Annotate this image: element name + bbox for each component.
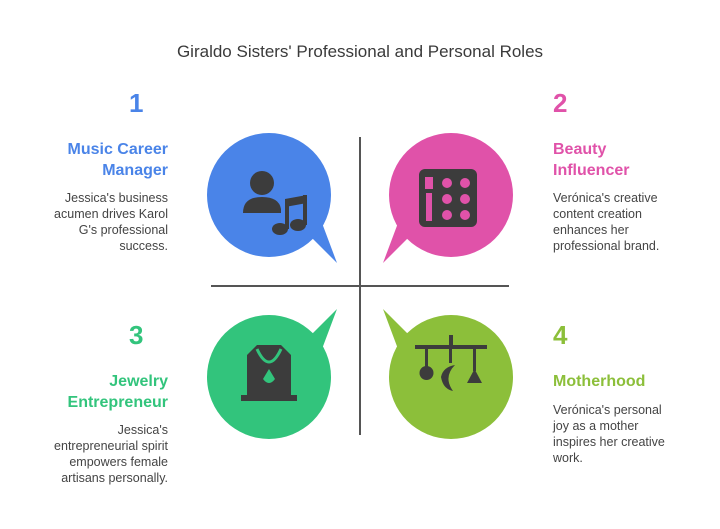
bubble-jewelry-entrepreneur xyxy=(207,309,337,439)
bubble-music-career xyxy=(207,133,337,263)
quadrant-1-desc-line-3: G's professional xyxy=(78,223,168,237)
quadrant-3-heading: Jewelry Entrepreneur xyxy=(18,371,168,413)
diagram-title: Giraldo Sisters' Professional and Person… xyxy=(176,42,544,61)
quadrant-2-desc-line-1: Verónica's creative xyxy=(553,191,658,205)
quadrant-2-heading: Beauty Influencer xyxy=(553,139,703,181)
makeup-palette-icon xyxy=(419,169,477,227)
quadrant-2-desc-line-4: professional brand. xyxy=(553,239,660,253)
person-music-note-icon xyxy=(243,171,307,235)
quadrant-3-desc-line-3: empowers female xyxy=(69,455,168,469)
quadrant-2-desc-line-3: enhances her xyxy=(553,223,629,237)
quadrant-2-heading-line-1: Beauty xyxy=(553,141,607,158)
baby-mobile-icon xyxy=(415,335,487,391)
quadrant-3-heading-line-1: Jewelry xyxy=(109,373,168,390)
quadrant-1-description: Jessica's business acumen drives Karol G… xyxy=(28,190,168,254)
quadrant-1-heading-line-2: Manager xyxy=(102,162,168,179)
quadrant-4-description: Verónica's personal joy as a mother insp… xyxy=(553,402,693,466)
quadrant-4-desc-line-4: work. xyxy=(553,451,583,465)
quadrant-4-desc-line-1: Verónica's personal xyxy=(553,403,662,417)
quadrant-1-number: 1 xyxy=(129,88,144,118)
quadrant-1-desc-line-4: success. xyxy=(119,239,168,253)
quadrant-4-desc-line-3: inspires her creative xyxy=(553,435,665,449)
quadrant-2-description: Verónica's creative content creation enh… xyxy=(553,190,693,254)
quadrant-1-desc-line-1: Jessica's business xyxy=(64,191,168,205)
quadrant-3-number: 3 xyxy=(129,320,144,350)
quadrant-2-number: 2 xyxy=(553,88,568,118)
divider-horizontal xyxy=(211,285,509,287)
bubble-motherhood xyxy=(383,309,513,439)
bubble-beauty-influencer xyxy=(383,133,513,263)
quadrant-3-desc-line-1: Jessica's xyxy=(117,423,168,437)
quadrant-4-heading: Motherhood xyxy=(553,371,703,392)
quadrant-1-desc-line-2: acumen drives Karol xyxy=(54,207,168,221)
quadrant-2-desc-line-2: content creation xyxy=(553,207,642,221)
necklace-bust-icon xyxy=(241,345,297,401)
quadrant-3-description: Jessica's entrepreneurial spirit empower… xyxy=(28,422,168,486)
quadrant-4-number: 4 xyxy=(553,320,568,350)
quadrant-4-heading-line-1: Motherhood xyxy=(553,373,646,390)
quadrant-3-desc-line-2: entrepreneurial spirit xyxy=(54,439,168,453)
quadrant-3-desc-line-4: artisans personally. xyxy=(61,471,168,485)
quadrant-1-heading-line-1: Music Career xyxy=(67,141,169,158)
quadrant-1-heading: Music Career Manager xyxy=(18,139,169,181)
quadrant-4-desc-line-2: joy as a mother xyxy=(553,419,639,433)
quadrant-3-heading-line-2: Entrepreneur xyxy=(67,394,168,411)
quadrant-2-heading-line-2: Influencer xyxy=(553,162,630,179)
